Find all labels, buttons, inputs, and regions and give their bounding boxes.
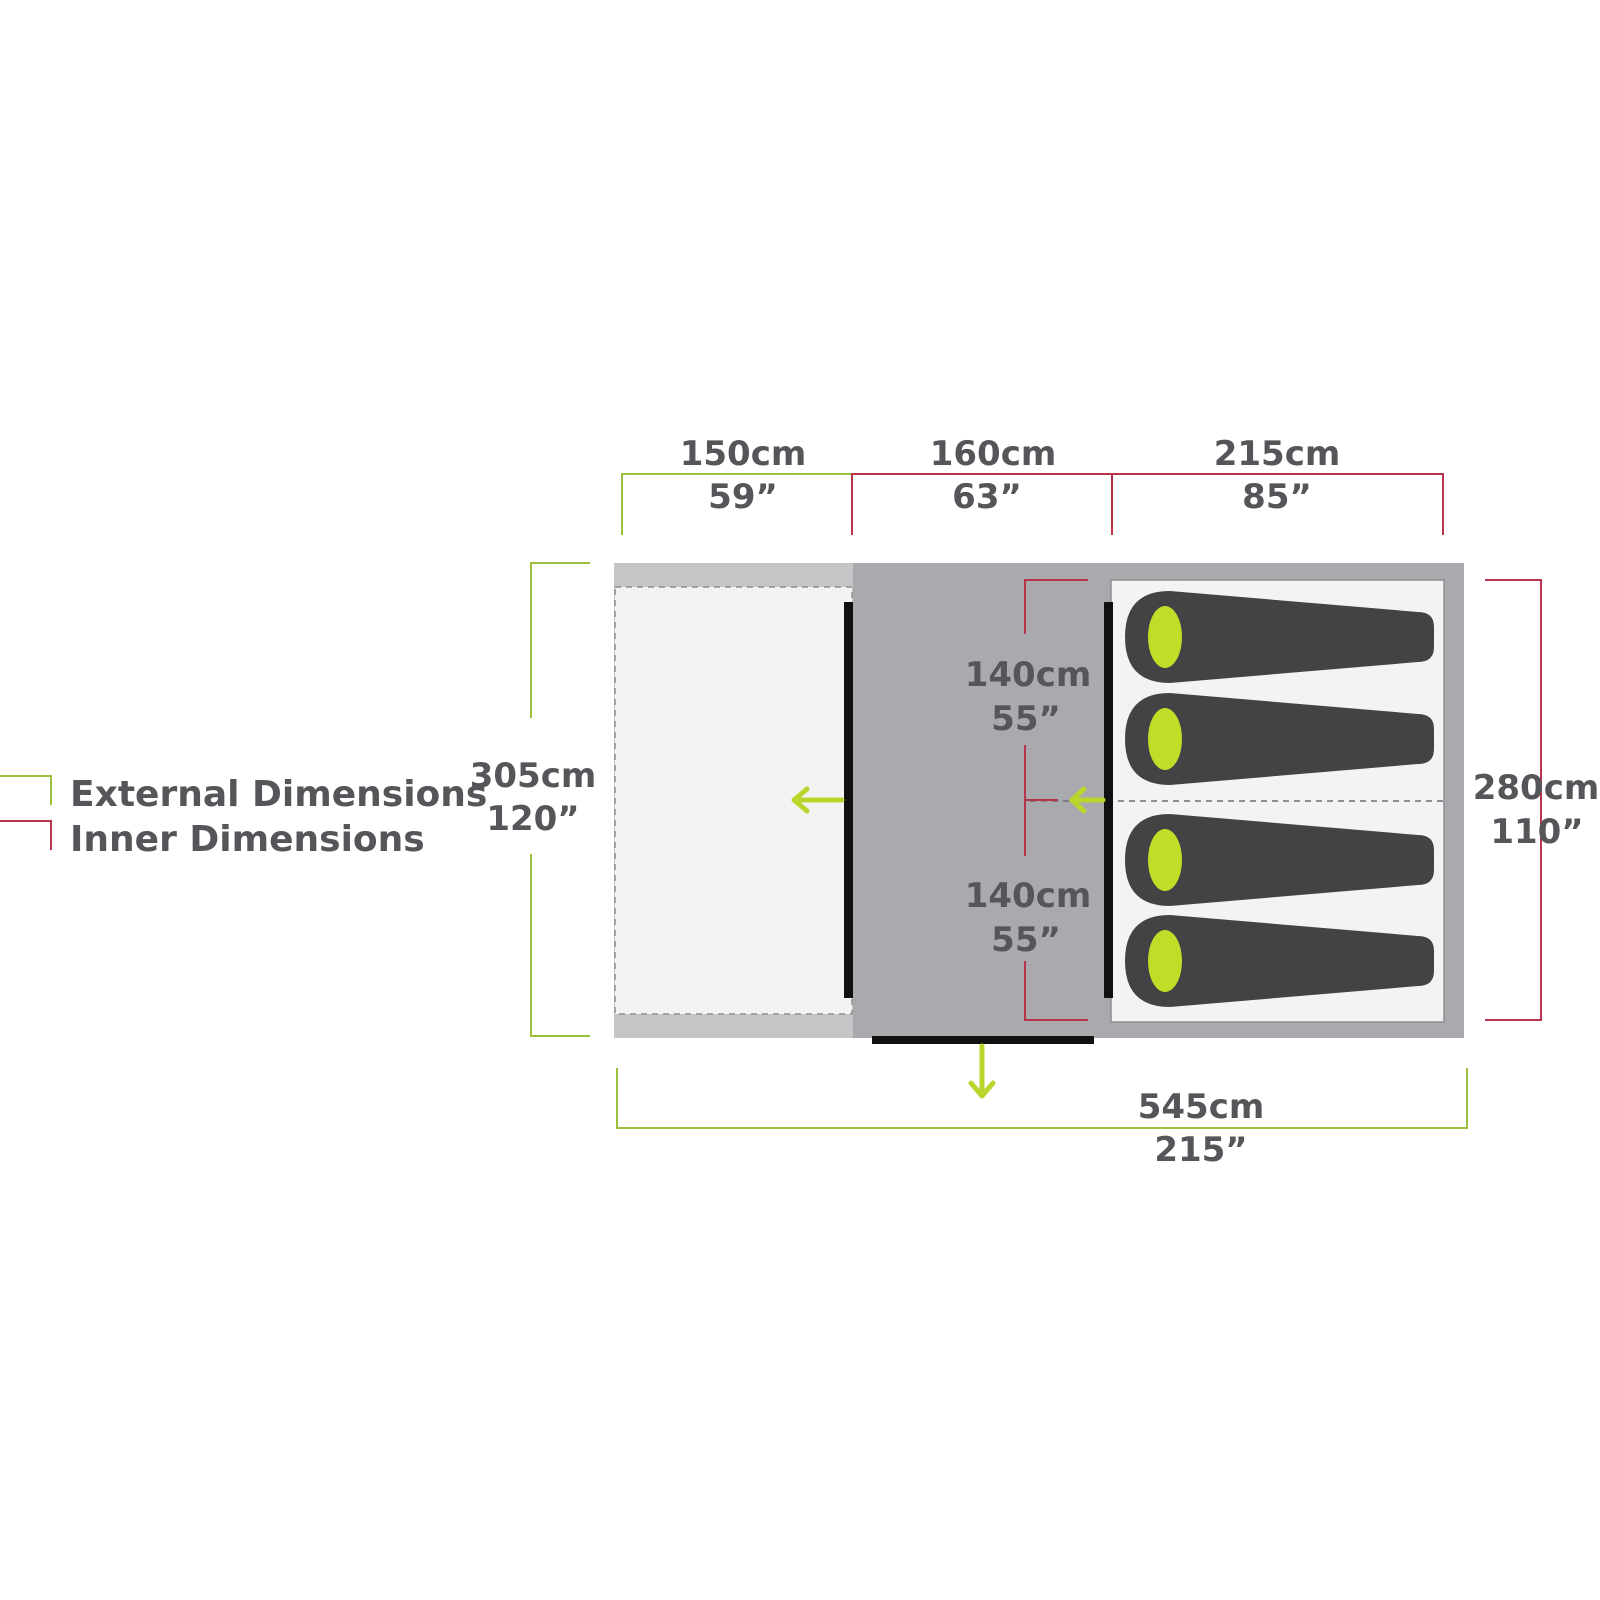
dim-bed-lower-cm: 140cm bbox=[965, 876, 1092, 916]
legend-external-swatch bbox=[0, 775, 52, 805]
dim-bed-lower-in: 55” bbox=[991, 920, 1061, 960]
legend-external-label: External Dimensions bbox=[70, 774, 487, 815]
inner-bed-line bbox=[1024, 579, 1088, 1021]
sleeping-bag bbox=[1125, 814, 1434, 906]
porch-door bbox=[844, 602, 853, 998]
front-arrow-icon bbox=[968, 1043, 996, 1099]
sleeping-bag-hood bbox=[1148, 708, 1182, 770]
inner-right-line bbox=[1485, 579, 1542, 1021]
porch-arrow-icon bbox=[791, 786, 845, 814]
sleeping-bag-hood bbox=[1148, 606, 1182, 668]
dim-left-height-in: 120” bbox=[486, 799, 579, 839]
dim-left-height-cm: 305cm bbox=[470, 756, 597, 796]
sleeping-bag bbox=[1125, 915, 1434, 1007]
dim-bed-upper-in: 55” bbox=[991, 699, 1061, 739]
dim-top-bedroom-in: 85” bbox=[1242, 477, 1312, 517]
external-bottom-line bbox=[616, 1068, 1468, 1129]
dim-top-porch-in: 59” bbox=[708, 477, 778, 517]
dim-bed-upper-cm: 140cm bbox=[965, 655, 1092, 695]
dim-top-bedroom-cm: 215cm bbox=[1214, 434, 1341, 474]
bedroom-door bbox=[1104, 602, 1113, 998]
dim-top-porch-cm: 150cm bbox=[680, 434, 807, 474]
dim-top-living-in: 63” bbox=[952, 477, 1022, 517]
external-top-porch-line bbox=[621, 473, 852, 535]
front-door bbox=[872, 1036, 1094, 1044]
legend-inner-label: Inner Dimensions bbox=[70, 819, 425, 860]
sleeping-bags bbox=[1125, 591, 1434, 1007]
legend-inner-swatch bbox=[0, 820, 52, 850]
dim-top-living-cm: 160cm bbox=[930, 434, 1057, 474]
dim-bottom-total-in: 215” bbox=[1154, 1130, 1247, 1170]
sleeping-bag-hood bbox=[1148, 829, 1182, 891]
sleeping-bag bbox=[1125, 693, 1434, 785]
sleeping-bag bbox=[1125, 591, 1434, 683]
dim-bottom-total-cm: 545cm bbox=[1138, 1087, 1265, 1127]
sleeping-bag-hood bbox=[1148, 930, 1182, 992]
bedroom-arrow-icon bbox=[1069, 786, 1106, 814]
dim-right-height-in: 110” bbox=[1490, 812, 1583, 852]
dim-right-height-cm: 280cm bbox=[1473, 768, 1600, 808]
external-left-line bbox=[530, 562, 590, 1037]
inner-top-line bbox=[851, 473, 1444, 535]
